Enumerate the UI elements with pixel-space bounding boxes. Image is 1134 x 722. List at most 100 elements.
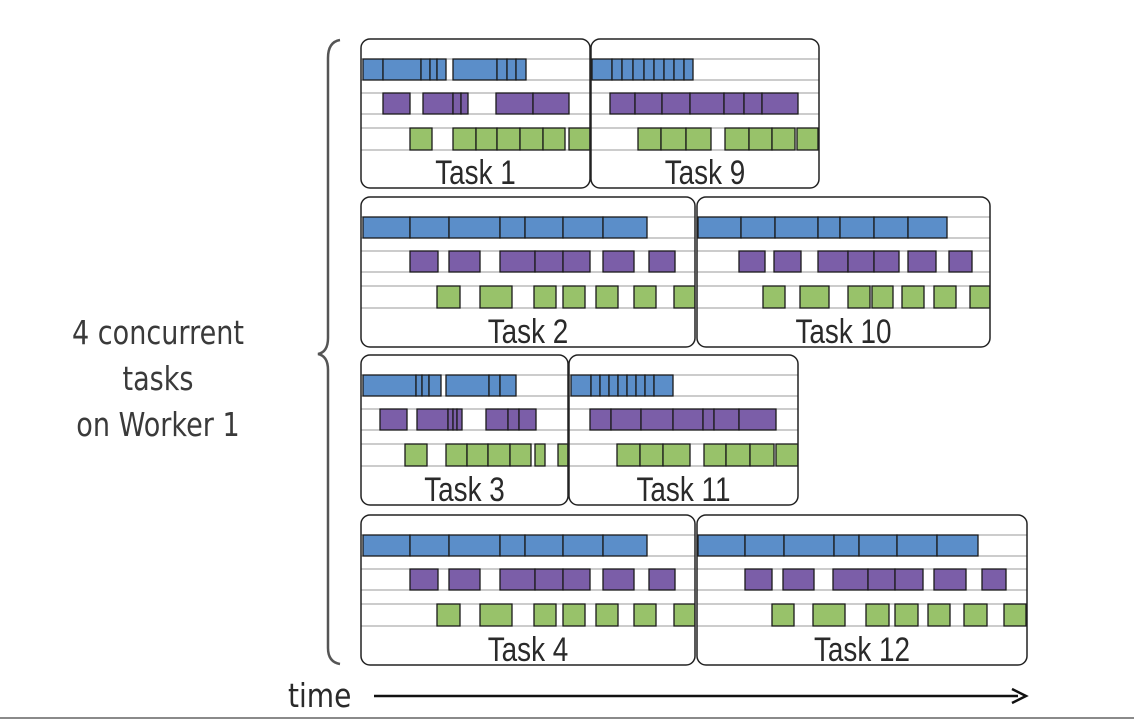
- blue-stage-block: [644, 374, 655, 397]
- purple-stage-block: [640, 408, 674, 431]
- green-stage-block: [568, 127, 590, 151]
- green-stage-block: [662, 443, 691, 467]
- task-box-border: [360, 196, 696, 348]
- green-stage-block: [865, 603, 890, 627]
- green-stage-block: [771, 603, 795, 627]
- task-box: Task 11: [568, 354, 799, 509]
- green-stage-block: [519, 127, 544, 151]
- blue-stage-block: [382, 58, 422, 81]
- purple-stage-block: [661, 92, 691, 115]
- green-stage-block: [542, 127, 566, 151]
- worker-label-line-1: 4 concurrent tasks: [71, 313, 245, 398]
- task-timeline: [569, 374, 798, 467]
- worker-label: 4 concurrent tasks on Worker 1: [35, 310, 281, 448]
- purple-stage-block: [981, 568, 1007, 591]
- purple-stage-block: [738, 408, 777, 431]
- task-box-border: [568, 354, 799, 506]
- bottom-divider: [0, 717, 1134, 719]
- green-stage-block: [452, 127, 477, 151]
- purple-stage-block: [672, 408, 704, 431]
- blue-stage-block: [697, 534, 746, 557]
- purple-stage-block: [379, 408, 408, 431]
- task-timeline: [697, 216, 990, 309]
- green-stage-block: [685, 127, 712, 151]
- purple-stage-block: [648, 568, 676, 591]
- task-box-border: [360, 514, 696, 666]
- green-stage-block: [969, 285, 990, 309]
- blue-stage-block: [744, 534, 785, 557]
- purple-stage-block: [744, 568, 773, 591]
- green-stage-block: [479, 285, 513, 309]
- task-label: Task 10: [795, 312, 891, 350]
- task-box: Task 12: [696, 514, 1028, 669]
- blue-stage-block: [936, 534, 979, 557]
- purple-stage-block: [447, 408, 454, 431]
- green-stage-block: [762, 285, 786, 309]
- green-stage-block: [673, 285, 695, 309]
- purple-stage-block: [832, 568, 869, 591]
- purple-stage-block: [602, 250, 635, 273]
- purple-stage-block: [534, 250, 564, 273]
- blue-stage-block: [617, 374, 628, 397]
- green-stage-block: [562, 285, 586, 309]
- blue-stage-block: [362, 216, 411, 239]
- task-box: Task 2: [360, 196, 696, 351]
- purple-stage-block: [873, 250, 900, 273]
- green-stage-block: [771, 127, 796, 151]
- blue-stage-block: [496, 58, 508, 81]
- purple-stage-block: [562, 250, 591, 273]
- task-timeline: [361, 58, 590, 151]
- blue-stage-block: [632, 58, 645, 81]
- blue-stage-block: [643, 58, 655, 81]
- green-stage-block: [404, 443, 428, 467]
- blue-stage-block: [673, 58, 685, 81]
- purple-stage-block: [948, 250, 973, 273]
- purple-stage-block: [416, 408, 449, 431]
- task-label: Task 3: [424, 470, 505, 508]
- task-box: Task 10: [696, 196, 991, 351]
- task-timeline: [361, 216, 695, 309]
- green-stage-block: [557, 443, 568, 467]
- purple-stage-block: [689, 92, 725, 115]
- blue-stage-block: [499, 216, 526, 239]
- green-stage-block: [487, 443, 511, 467]
- blue-stage-block: [783, 534, 835, 557]
- purple-stage-block: [782, 568, 815, 591]
- purple-stage-block: [773, 250, 802, 273]
- blue-stage-block: [663, 58, 675, 81]
- blue-stage-block: [445, 374, 490, 397]
- task-label: Task 2: [488, 312, 569, 350]
- task-box: Task 4: [360, 514, 696, 669]
- green-stage-block: [1003, 603, 1027, 627]
- purple-stage-block: [534, 568, 564, 591]
- task-box: Task 9: [590, 38, 820, 192]
- purple-stage-block: [499, 568, 536, 591]
- green-stage-block: [963, 603, 988, 627]
- green-stage-block: [562, 603, 586, 627]
- blue-stage-block: [635, 374, 646, 397]
- green-stage-block: [660, 127, 687, 151]
- purple-stage-block: [933, 568, 967, 591]
- purple-stage-block: [738, 250, 766, 273]
- blue-stage-block: [653, 374, 674, 397]
- green-stage-block: [871, 285, 894, 309]
- blue-stage-block: [448, 216, 501, 239]
- purple-stage-block: [610, 408, 642, 431]
- blue-stage-block: [683, 58, 694, 81]
- task-box-border: [360, 38, 591, 189]
- blue-stage-block: [421, 374, 430, 397]
- blue-stage-block: [608, 374, 619, 397]
- task-label: Task 9: [665, 153, 746, 191]
- blue-stage-block: [907, 216, 948, 239]
- blue-stage-block: [873, 216, 909, 239]
- purple-stage-block: [817, 250, 849, 273]
- green-stage-block: [466, 443, 489, 467]
- task-timeline: [361, 534, 695, 627]
- green-stage-block: [633, 603, 657, 627]
- blue-stage-block: [506, 58, 517, 81]
- green-stage-block: [409, 127, 433, 151]
- blue-stage-block: [896, 534, 938, 557]
- purple-stage-block: [499, 250, 536, 273]
- purple-stage-block: [409, 568, 439, 591]
- task-timeline: [361, 374, 568, 467]
